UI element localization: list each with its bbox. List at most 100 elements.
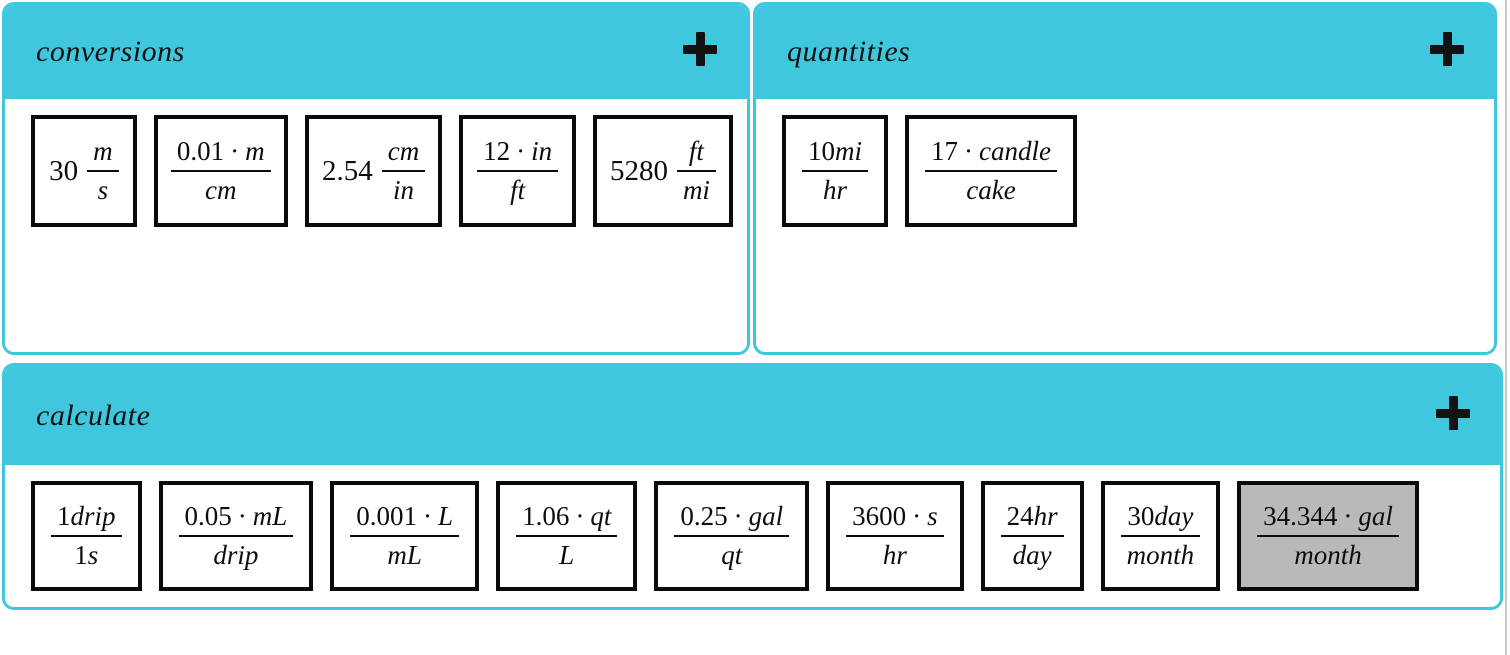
unit-text: mi [835,135,862,166]
add-calculate-button[interactable] [1436,395,1470,430]
unit-text: month [1126,540,1195,570]
unit-card[interactable]: 5280 ft mi [592,115,733,227]
calculate-panel-title: calculate [36,398,151,432]
fraction-denominator: s [87,172,119,206]
unit-text: in [392,175,414,205]
fraction-denominator: mi [677,172,716,206]
fraction-numerator: 24hr [1000,500,1064,537]
plus-icon [683,32,717,66]
unit-text: cm [205,175,237,205]
unit-text: qt [590,500,612,531]
unit-text: cm [387,135,420,166]
fraction-denominator: month [1257,537,1399,571]
fraction-numerator: 34.344·gal [1257,501,1399,537]
coefficient-text: 30 [49,154,79,187]
fraction-numerator: m [87,136,119,172]
coefficient-text: 5280 [609,154,668,187]
multiplication-dot: · [423,500,433,531]
fraction-numerator: 0.001·L [350,500,460,537]
plus-icon [1430,32,1464,66]
calculate-panel-header: calculate [5,366,1500,465]
unit-text: drip [213,540,259,570]
fraction-denominator: drip [179,537,294,571]
number-text: 1 [74,540,88,570]
unit-text: day [1154,500,1194,531]
plus-icon [1436,395,1470,430]
fraction-denominator: cake [925,172,1057,206]
number-text: 0.25 [680,500,728,531]
number-text: 30 [1127,500,1155,531]
unit-fraction: ft mi [676,135,716,206]
unit-text: in [531,135,553,166]
unit-text: mi [682,175,710,205]
multiplication-dot: · [230,135,240,166]
unit-text: hr [882,540,907,570]
number-text: 1.06 [522,500,570,531]
number-text: 3600 [852,500,907,531]
quantities-panel-title: quantities [787,35,911,68]
unit-text: day [1012,540,1052,570]
number-text: 10 [808,135,835,166]
unit-text: L [438,500,454,531]
unit-text: s [87,540,99,570]
fraction-numerator: 10mi [802,136,868,172]
multiplication-dot: · [237,500,247,531]
fraction-numerator: 3600·s [846,501,944,537]
unit-text: hr [822,175,847,205]
add-quantity-button[interactable] [1430,32,1464,66]
conversions-panel-title: conversions [36,35,185,68]
fraction-denominator: mL [350,537,459,571]
fraction-numerator: 17·candle [925,136,1057,172]
unit-text: hr [1033,500,1058,531]
unit-card[interactable]: 30day month [1100,481,1221,591]
unit-fraction: cm in [381,135,426,206]
fraction-denominator: 1s [51,537,122,571]
unit-fraction: 30day month [1120,500,1201,571]
fraction-numerator: 0.25·gal [674,500,790,537]
unit-text: m [245,135,265,166]
number-text: 0.001 [356,500,418,531]
add-conversion-button[interactable] [683,32,717,66]
number-text: 12 [483,135,511,166]
fraction-denominator: in [382,172,425,206]
fraction-denominator: ft [477,172,558,206]
window-edge-line [1505,0,1507,655]
unit-text: s [97,175,109,205]
number-text: 0.05 [184,500,232,531]
fraction-denominator: cm [171,172,271,206]
fraction-denominator: hr [802,172,868,206]
fraction-denominator: hr [846,537,944,571]
unit-text: qt [721,540,743,570]
unit-text: ft [688,135,704,166]
number-text: 0.01 [176,135,225,166]
